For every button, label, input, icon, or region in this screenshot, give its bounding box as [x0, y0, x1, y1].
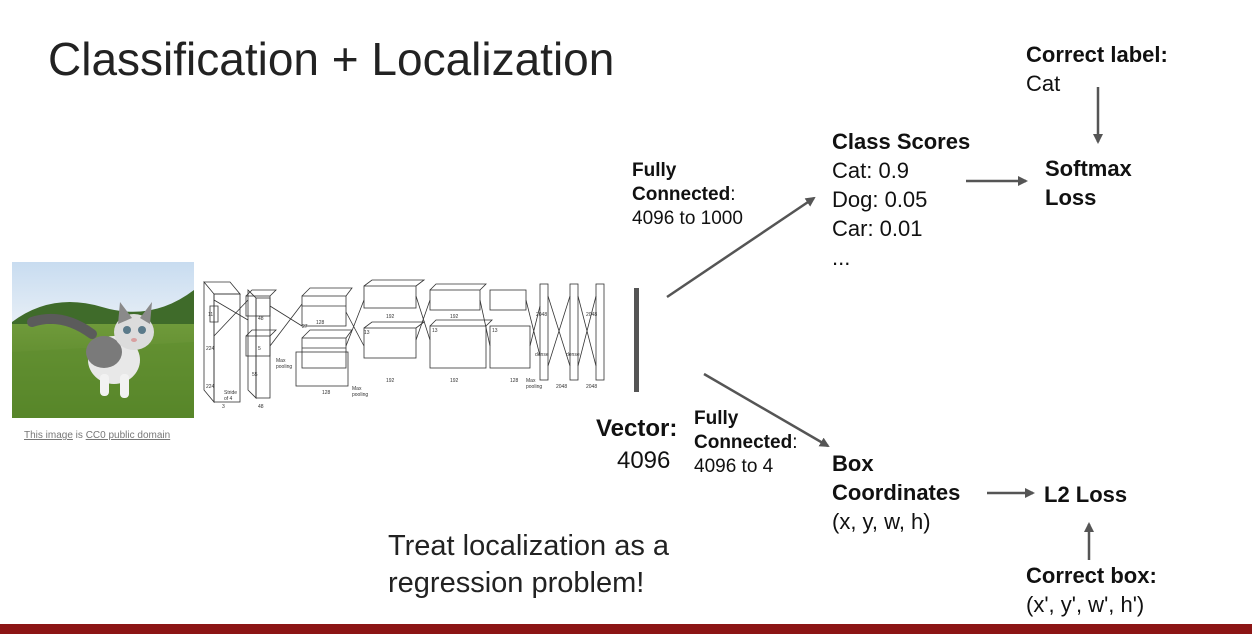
- box-coordinates: Box Coordinates (x, y, w, h): [832, 451, 961, 534]
- class-score-item: Car: 0.01: [832, 216, 923, 241]
- l2-loss: L2 Loss: [1044, 482, 1128, 507]
- cnn-architecture-diagram: 224 224 3 Stride of 4 11 5 55 27 13 13 1…: [200, 276, 610, 410]
- net-label: 128: [316, 320, 325, 326]
- net-label: 2048: [586, 384, 597, 390]
- footer-bar: [0, 624, 1252, 634]
- class-score-item: ...: [832, 245, 851, 270]
- regression-caption: Treat localization as a regression probl…: [388, 530, 670, 599]
- class-score-item: Dog: 0.05: [832, 187, 928, 212]
- net-label: pooling: [276, 364, 292, 370]
- image-link[interactable]: This image: [24, 430, 73, 441]
- net-label: 2048: [556, 384, 567, 390]
- arrow-to-box-coordinates: [703, 372, 830, 448]
- net-label: 3: [222, 404, 225, 410]
- net-label: Max: [352, 386, 362, 392]
- net-label: 192: [450, 314, 459, 320]
- net-label: Max: [276, 358, 286, 364]
- net-label: 48: [258, 316, 264, 322]
- net-label: 55: [252, 372, 258, 378]
- class-scores: Class Scores Cat: 0.9 Dog: 0.05 Car: 0.0…: [832, 129, 971, 270]
- net-label: 224: [206, 384, 215, 390]
- net-label: 2048: [536, 312, 547, 318]
- net-label: 48: [258, 404, 264, 410]
- net-label: 5: [258, 346, 261, 352]
- net-label: 192: [386, 378, 395, 384]
- net-label: 128: [510, 378, 519, 384]
- net-label: pooling: [352, 392, 368, 398]
- net-label: of 4: [224, 396, 233, 402]
- correct-box: Correct box: (x', y', w', h'): [1026, 563, 1157, 617]
- net-label: pooling: [526, 384, 542, 390]
- net-label: 224: [206, 346, 215, 352]
- net-label: 128: [322, 390, 331, 396]
- softmax-loss: Softmax Loss: [1045, 156, 1132, 210]
- cat-photo: [12, 262, 194, 418]
- license-link[interactable]: CC0 public domain: [85, 430, 171, 441]
- net-label: 11: [208, 312, 213, 318]
- net-label: dense: [535, 352, 549, 358]
- vector-label: Vector: 4096: [596, 415, 678, 474]
- net-label: 2048: [586, 312, 597, 318]
- arrow-to-class-scores: [666, 196, 816, 299]
- correct-label: Correct label: Cat: [1026, 42, 1168, 96]
- net-label: 192: [386, 314, 395, 320]
- net-label: 192: [450, 378, 459, 384]
- fc-top-label: Fully Connected: 4096 to 1000: [632, 160, 743, 229]
- net-label: 27: [302, 324, 308, 330]
- image-credit: This image is CC0 public domain: [24, 430, 171, 441]
- fc-bottom-label: Fully Connected: 4096 to 4: [694, 408, 798, 477]
- slide-title: Classification + Localization: [48, 33, 615, 85]
- net-label: Stride: [224, 390, 237, 396]
- net-label: Max: [526, 378, 536, 384]
- vector-bar: [634, 288, 639, 392]
- net-label: dense: [566, 352, 580, 358]
- net-label: 13: [492, 328, 498, 334]
- net-label: 13: [432, 328, 438, 334]
- class-score-item: Cat: 0.9: [832, 158, 910, 183]
- net-label: 13: [364, 330, 370, 336]
